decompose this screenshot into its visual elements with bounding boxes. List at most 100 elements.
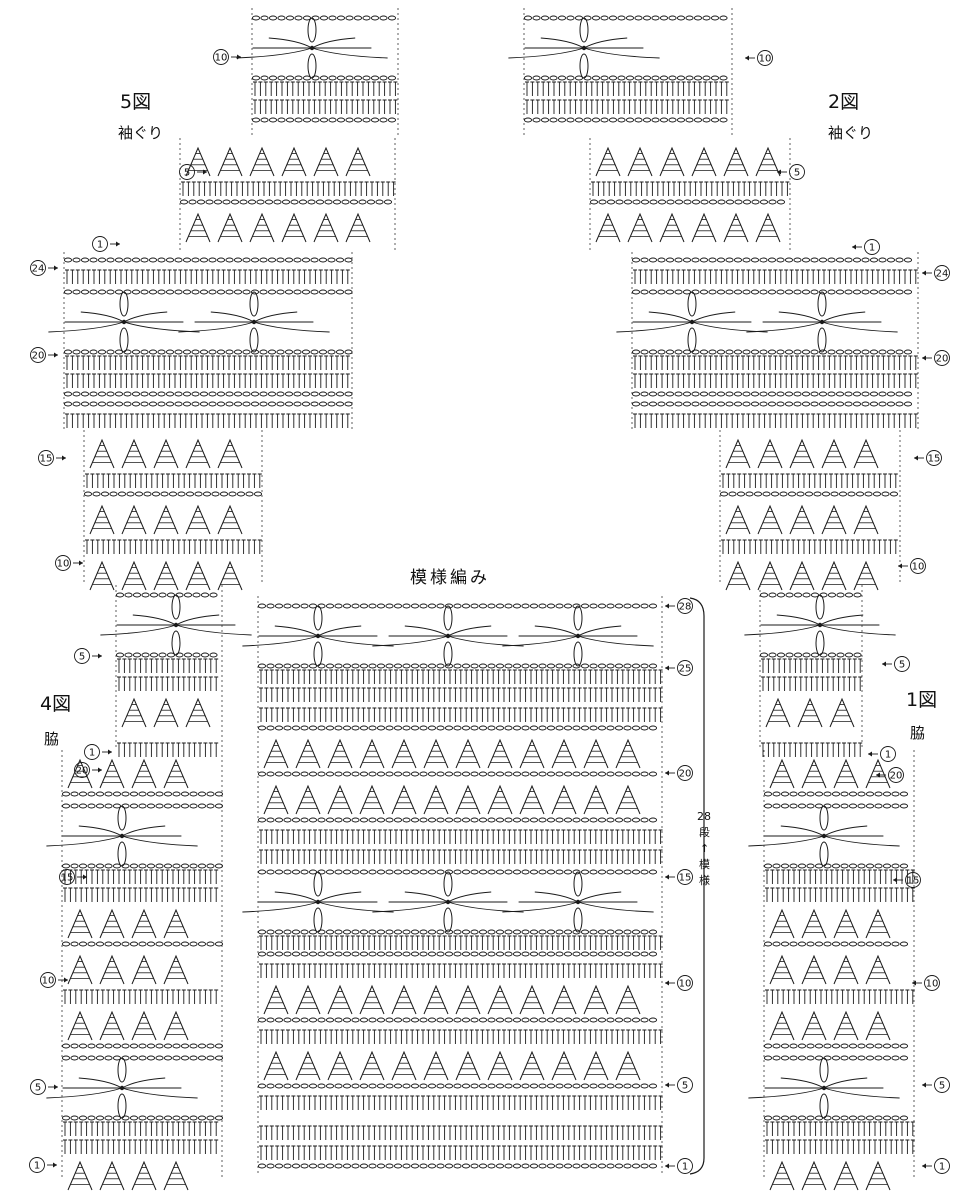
row-marker-fig2-10-0: 10: [745, 50, 773, 66]
fig1-label: 1図: [906, 689, 937, 711]
fig5-body-block: [48, 252, 353, 430]
row-marker-fig2-24-3: 24: [922, 265, 950, 281]
row-marker-fig5-20-4: 20: [30, 347, 58, 363]
row-marker-fig5-10-0: 10: [213, 49, 241, 65]
row-marker-fig4-10-3: 10: [40, 972, 68, 988]
row-marker-fig2-5-7: 5: [882, 656, 910, 672]
svg-text:10: 10: [42, 976, 55, 987]
svg-text:20: 20: [32, 351, 45, 362]
svg-text:1: 1: [869, 243, 875, 254]
fig1-upper-block: [744, 585, 896, 757]
svg-text:5: 5: [682, 1081, 688, 1092]
svg-text:10: 10: [57, 559, 70, 570]
row-marker-fig5-15-5: 15: [38, 450, 66, 466]
svg-text:28: 28: [679, 602, 692, 613]
svg-text:10: 10: [912, 562, 925, 573]
row-marker-fig4-1-5: 1: [29, 1157, 57, 1173]
svg-text:20: 20: [890, 771, 903, 782]
stitch-grids: [46, 8, 919, 1191]
svg-text:5: 5: [79, 652, 85, 663]
svg-text:15: 15: [40, 454, 53, 465]
fig2-sublabel: 袖ぐり: [828, 124, 873, 142]
row-marker-main-15-3: 15: [665, 869, 693, 885]
row-marker-main-5-5: 5: [665, 1077, 693, 1093]
row-marker-fig5-10-6: 10: [55, 555, 83, 571]
svg-text:10: 10: [926, 979, 939, 990]
svg-text:5: 5: [939, 1081, 945, 1092]
svg-text:20: 20: [936, 354, 949, 365]
svg-text:1: 1: [34, 1161, 40, 1172]
svg-text:20: 20: [679, 769, 692, 780]
fig5-lower-block: [83, 430, 263, 591]
row-marker-fig1-10-3: 10: [912, 975, 940, 991]
fig1-lower-block: [748, 750, 915, 1191]
fig5-label: 5図: [120, 91, 151, 113]
fig5-top-block: [236, 8, 399, 138]
svg-text:25: 25: [679, 664, 692, 675]
row-marker-main-1-6: 1: [665, 1158, 693, 1174]
fig1-sublabel: 脇: [910, 724, 925, 742]
repeat-arrow: ↑: [700, 842, 709, 855]
svg-text:15: 15: [679, 873, 692, 884]
svg-text:1: 1: [885, 750, 891, 761]
row-marker-fig2-5-1: 5: [777, 164, 805, 180]
repeat-word-1: 模: [699, 858, 710, 871]
row-marker-fig2-1-2: 1: [852, 239, 880, 255]
svg-text:1: 1: [939, 1162, 945, 1173]
fig4-lower-block: [46, 750, 224, 1191]
row-marker-main-20-2: 20: [665, 765, 693, 781]
fig4-upper-block: [100, 585, 252, 757]
svg-text:5: 5: [184, 168, 190, 179]
row-marker-fig1-15-2: 15: [893, 872, 921, 888]
row-marker-fig1-1-5: 1: [922, 1158, 950, 1174]
svg-text:5: 5: [899, 660, 905, 671]
fig2-body-block: [616, 252, 919, 430]
svg-text:5: 5: [35, 1083, 41, 1094]
repeat-count: 28: [697, 810, 711, 823]
svg-text:1: 1: [682, 1162, 688, 1173]
fig4-sublabel: 脇: [44, 730, 59, 748]
fig4-label: 4図: [40, 693, 71, 715]
svg-text:24: 24: [936, 269, 949, 280]
row-marker-fig2-15-5: 15: [914, 450, 942, 466]
row-markers: 1051242015105105124201510512015105112015…: [29, 49, 950, 1174]
svg-text:20: 20: [76, 766, 89, 777]
row-marker-fig2-20-4: 20: [922, 350, 950, 366]
repeat-unit: 段: [699, 825, 710, 839]
svg-text:15: 15: [928, 454, 941, 465]
fig2-lower-block: [719, 430, 901, 591]
row-marker-fig1-5-4: 5: [922, 1077, 950, 1093]
fig5-mid-block: [179, 138, 396, 252]
svg-text:10: 10: [759, 54, 772, 65]
svg-text:15: 15: [61, 873, 74, 884]
fig5-sublabel: 袖ぐり: [118, 124, 163, 142]
row-marker-fig4-15-2: 15: [59, 869, 87, 885]
fig2-top-block: [508, 8, 733, 138]
fig2-mid-block: [589, 138, 791, 252]
pattern-title: 模様編み: [410, 568, 490, 588]
row-marker-fig4-5-4: 5: [30, 1079, 58, 1095]
row-marker-fig4-20-1: 20: [74, 762, 102, 778]
row-marker-fig4-1-0: 1: [84, 744, 112, 760]
svg-text:15: 15: [907, 876, 920, 887]
repeat-word-2: 様: [699, 873, 710, 887]
row-marker-main-25-1: 25: [665, 660, 693, 676]
row-marker-fig1-20-1: 20: [876, 767, 904, 783]
svg-text:1: 1: [89, 748, 95, 759]
fig2-label: 2図: [828, 91, 859, 113]
row-marker-fig1-1-0: 1: [868, 746, 896, 762]
svg-text:5: 5: [794, 168, 800, 179]
row-marker-fig5-1-2: 1: [92, 236, 120, 252]
row-marker-fig5-5-7: 5: [74, 648, 102, 664]
svg-text:10: 10: [215, 53, 228, 64]
svg-text:1: 1: [97, 240, 103, 251]
row-marker-main-28-0: 28: [665, 598, 693, 614]
row-marker-fig5-24-3: 24: [30, 260, 58, 276]
row-marker-fig5-5-1: 5: [179, 164, 207, 180]
svg-text:24: 24: [32, 264, 45, 275]
svg-text:10: 10: [679, 979, 692, 990]
repeat-bracket: [689, 597, 705, 1175]
main-pattern-block: [242, 596, 663, 1176]
row-marker-main-10-4: 10: [665, 975, 693, 991]
